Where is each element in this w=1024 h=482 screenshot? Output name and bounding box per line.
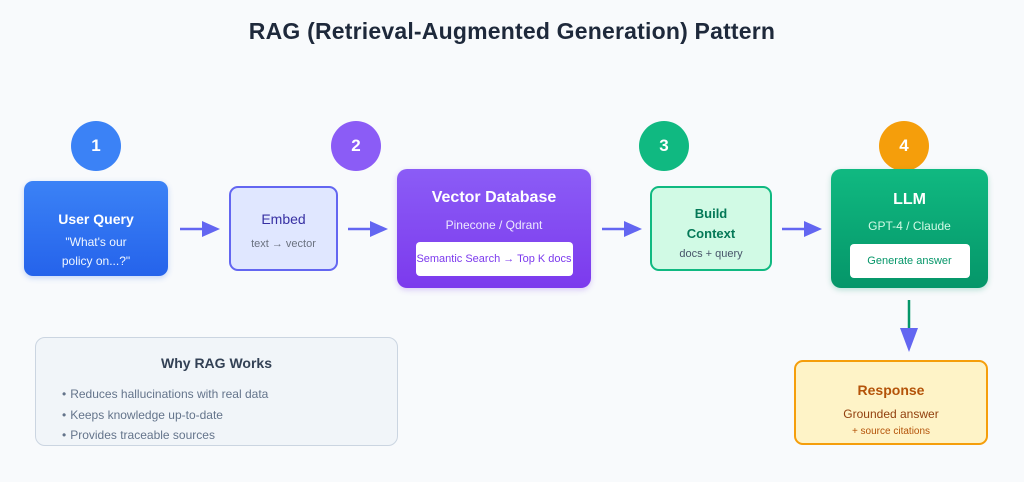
arrow-context-to-llm bbox=[782, 221, 822, 237]
embed-subtitle: text → vector bbox=[251, 238, 316, 250]
build-context-title-line-2: Context bbox=[686, 226, 736, 241]
generate-answer-tag: Generate answer bbox=[849, 244, 970, 278]
response-note: + source citations bbox=[851, 426, 931, 437]
llm-subtitle: GPT-4 / Claude bbox=[868, 219, 951, 233]
build-context-title-line-1: Build bbox=[694, 206, 728, 221]
step-4-number: 4 bbox=[899, 136, 909, 155]
response-title: Response bbox=[857, 382, 925, 398]
step-2-number: 2 bbox=[351, 136, 361, 155]
step-2-badge: 2 bbox=[331, 121, 381, 171]
arrow-query-to-embed bbox=[180, 221, 220, 237]
vector-database-node: Vector Database Pinecone / Qdrant Semant… bbox=[397, 169, 591, 288]
why-rag-works-title: Why RAG Works bbox=[161, 355, 272, 371]
llm-node: LLM GPT-4 / Claude Generate answer bbox=[831, 169, 988, 288]
list-item: •Provides traceable sources bbox=[62, 428, 215, 442]
response-node: Response Grounded answer + source citati… bbox=[794, 360, 988, 445]
build-context-subtitle: docs + query bbox=[679, 248, 743, 260]
user-query-node: User Query "What's our policy on...?" bbox=[24, 181, 168, 276]
list-item-text: Reduces hallucinations with real data bbox=[70, 387, 269, 401]
why-rag-works-panel: Why RAG Works •Reduces hallucinations wi… bbox=[35, 337, 398, 446]
why-rag-works-list: •Reduces hallucinations with real data •… bbox=[62, 384, 268, 446]
list-item-text: Keeps knowledge up-to-date bbox=[70, 407, 223, 422]
user-query-line-2: policy on...?" bbox=[61, 254, 131, 268]
diagram-title: RAG (Retrieval-Augmented Generation) Pat… bbox=[248, 18, 776, 44]
list-item: •Reduces hallucinations with real data bbox=[62, 387, 269, 401]
embed-title: Embed bbox=[261, 211, 306, 227]
semantic-search-tag: Semantic Search → Top K docs bbox=[415, 242, 573, 276]
generate-answer-label: Generate answer bbox=[867, 255, 952, 267]
arrow-llm-to-response bbox=[900, 300, 918, 352]
step-3-number: 3 bbox=[659, 136, 669, 155]
list-item-text: Provides traceable sources bbox=[70, 428, 215, 442]
semantic-search-label: Semantic Search → Top K docs bbox=[416, 253, 572, 265]
user-query-title: User Query bbox=[58, 211, 134, 227]
build-context-node: Build Context docs + query bbox=[650, 186, 772, 271]
step-1-badge: 1 bbox=[71, 121, 121, 171]
vector-database-subtitle: Pinecone / Qdrant bbox=[445, 218, 543, 232]
user-query-line-1: "What's our bbox=[65, 235, 127, 249]
arrow-vector-db-to-context bbox=[602, 221, 642, 237]
arrow-embed-to-vector-db bbox=[348, 221, 388, 237]
step-4-badge: 4 bbox=[879, 121, 929, 171]
vector-database-title: Vector Database bbox=[431, 189, 557, 206]
step-3-badge: 3 bbox=[639, 121, 689, 171]
step-1-number: 1 bbox=[91, 136, 101, 155]
llm-title: LLM bbox=[893, 191, 926, 208]
embed-node: Embed text → vector bbox=[229, 186, 338, 271]
response-subtitle: Grounded answer bbox=[843, 407, 939, 421]
list-item: •Keeps knowledge up-to-date bbox=[62, 407, 223, 422]
